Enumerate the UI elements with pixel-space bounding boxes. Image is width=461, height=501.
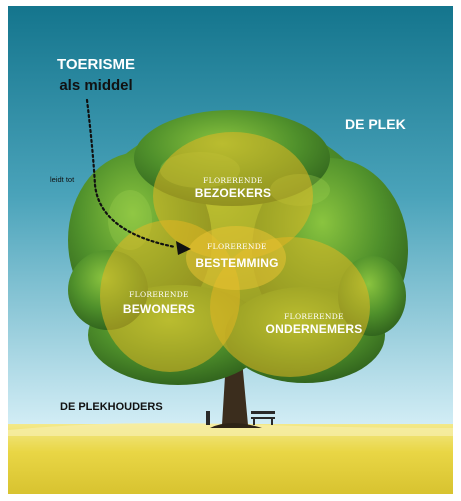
circle-bestemming-core [186,226,286,290]
circle-label-top-bewoners: FLORERENDE [129,290,189,299]
arrow-head [176,241,191,255]
circle-label-bewoners: BEWONERS [122,302,196,316]
title-line-2: als middel [59,77,133,94]
circle-label-ondernemers: ONDERNEMERS [265,322,363,336]
tree-roots [210,423,262,428]
circle-label-bezoekers: BEZOEKERS [194,186,272,200]
stakeholders-label: DE PLEKHOUDERS [60,401,163,413]
circle-label-top-ondernemers: FLORERENDE [284,312,344,321]
person-silhouette [206,411,210,425]
bench [251,411,275,425]
place-label: DE PLEK [345,116,406,132]
arrow-label: leidt tot [50,175,75,184]
title-line-1: TOERISME [56,56,136,73]
circle-label-bestemming: BESTEMMING [195,256,279,270]
dotted-arrow-path [85,98,177,249]
circle-label-top-bezoekers: FLORERENDE [203,176,263,185]
circle-label-top-bestemming: FLORERENDE [207,242,267,251]
field-horizon [8,422,453,436]
